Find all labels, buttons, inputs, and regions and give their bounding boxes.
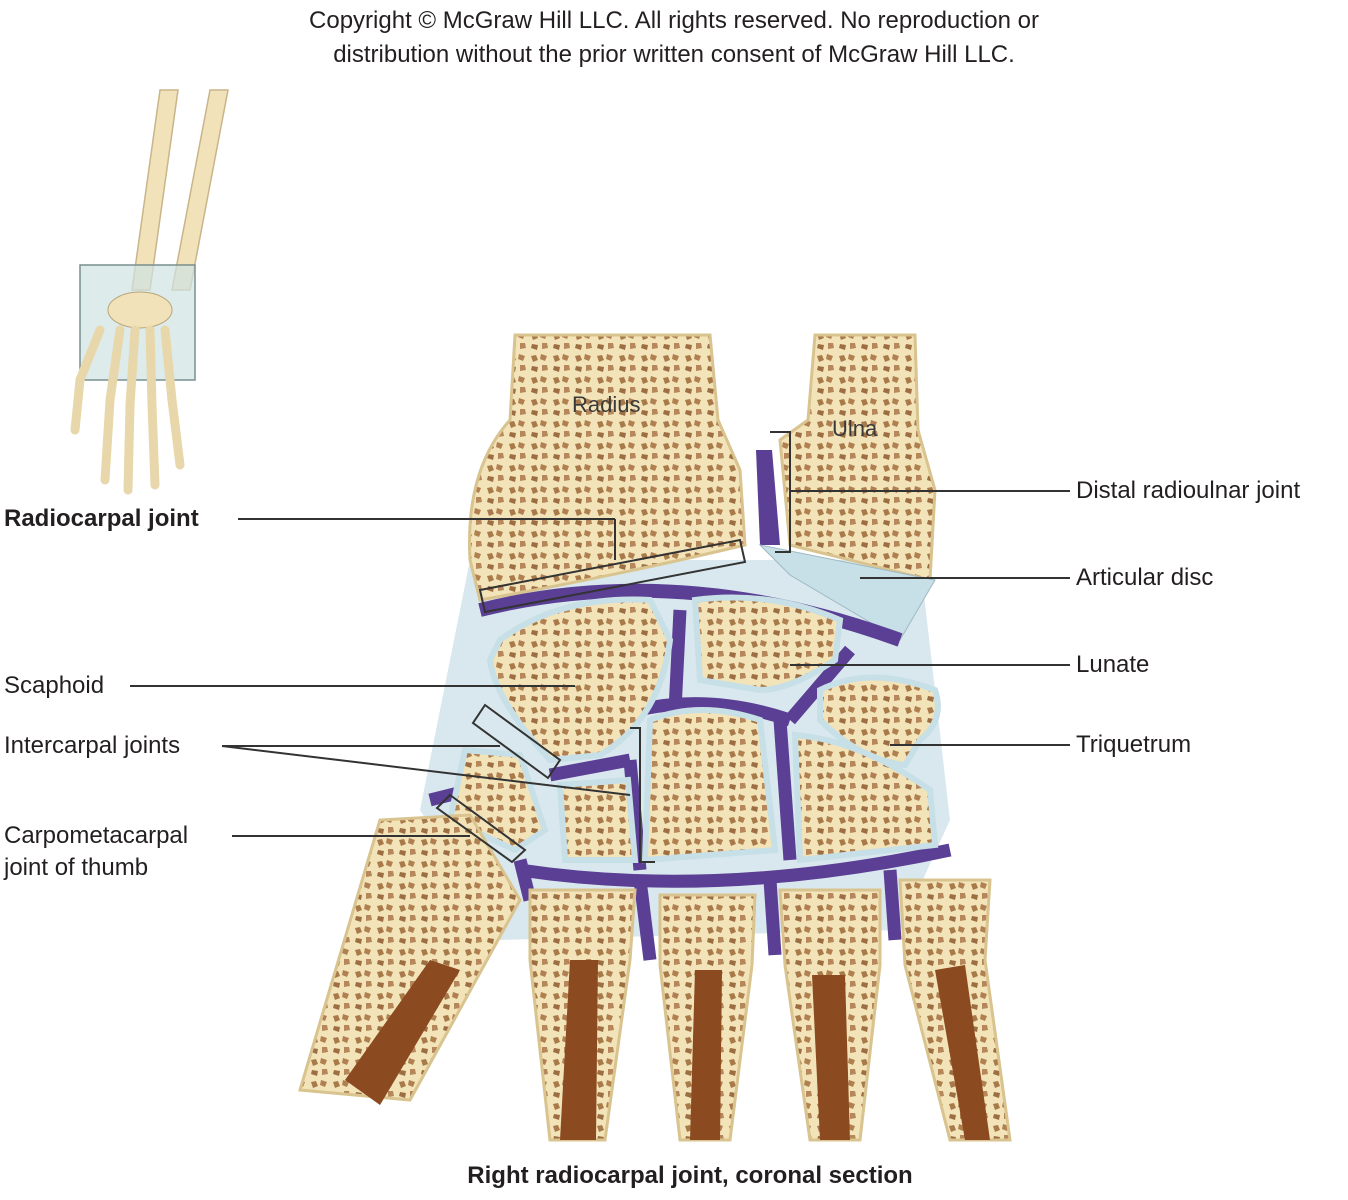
radiocarpal-joint-label: Radiocarpal joint xyxy=(4,505,199,532)
carpometacarpal-label-line2: joint of thumb xyxy=(4,854,149,881)
lunate-bone xyxy=(691,594,844,694)
lunate-label: Lunate xyxy=(1076,651,1150,678)
radius-label: Radius xyxy=(572,392,641,417)
leader-lines xyxy=(130,490,1070,837)
intercarpal-leader-2 xyxy=(221,745,631,796)
trapezoid-bone xyxy=(556,776,639,863)
inset-forearm-hand xyxy=(70,89,229,495)
distal-radioulnar-joint-cavity xyxy=(756,450,780,545)
distal-radioulnar-joint-label: Distal radioulnar joint xyxy=(1076,477,1301,504)
radius-bone xyxy=(468,333,747,602)
hamate-bone xyxy=(791,731,939,864)
copyright-notice: Copyright © McGraw Hill LLC. All rights … xyxy=(0,4,1348,72)
carpometacarpal-label-line1: Carpometacarpal xyxy=(4,822,189,849)
inset-highlight-box xyxy=(79,264,196,381)
intercarpal-joints-label: Intercarpal joints xyxy=(4,732,181,759)
scaphoid-bone xyxy=(486,596,674,764)
ulna-bone xyxy=(778,333,937,582)
triquetrum-label: Triquetrum xyxy=(1076,731,1192,758)
figure-caption: Right radiocarpal joint, coronal section xyxy=(467,1162,913,1189)
copyright-line-1: Copyright © McGraw Hill LLC. All rights … xyxy=(309,7,1039,34)
intercarpal-synovial-network xyxy=(428,609,952,961)
copyright-line-2: distribution without the prior written c… xyxy=(333,41,1015,68)
scaphoid-label: Scaphoid xyxy=(4,672,105,699)
metacarpals xyxy=(298,813,1012,1142)
ulna-label: Ulna xyxy=(832,416,878,441)
capitate-bone xyxy=(641,707,779,864)
articular-disc-label: Articular disc xyxy=(1076,564,1214,591)
